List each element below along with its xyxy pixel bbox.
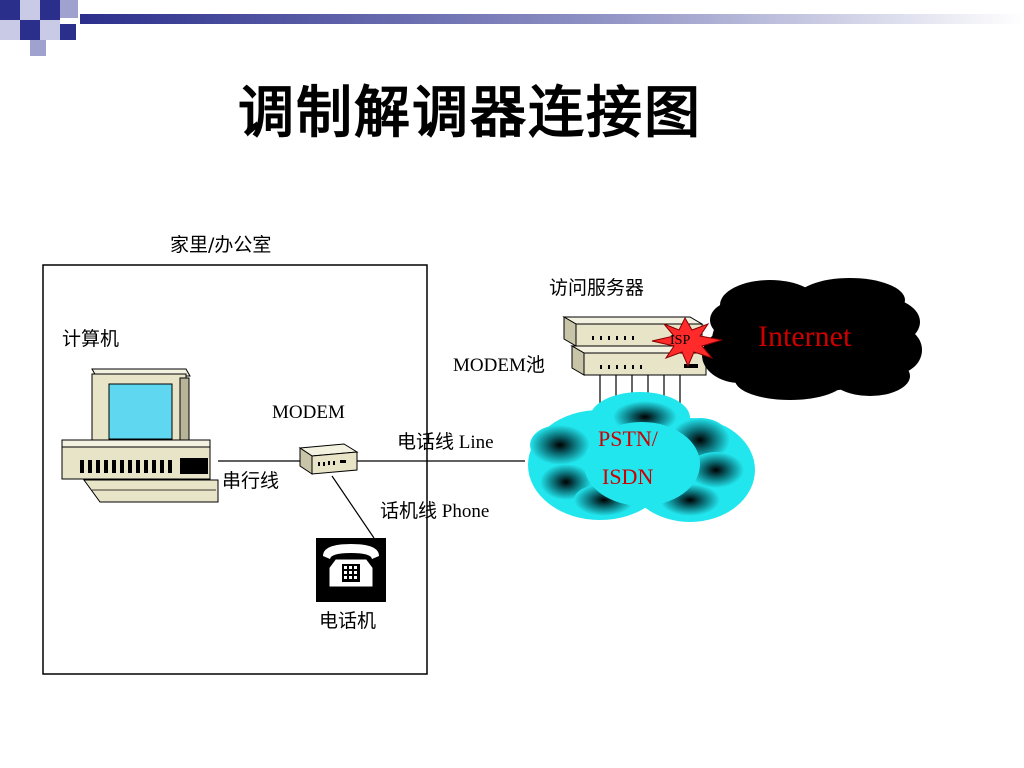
access-server-label: 访问服务器 <box>549 277 645 299</box>
modem-label: MODEM <box>272 402 345 423</box>
serial-line-label: 串行线 <box>222 470 280 492</box>
page-title: 调制解调器连接图 <box>238 81 702 146</box>
home-office-label: 家里/办公室 <box>170 234 272 256</box>
computer-icon <box>61 368 219 503</box>
telephone-label: 电话机 <box>319 610 377 632</box>
internet-label: Internet <box>758 320 852 353</box>
computer-label: 计算机 <box>62 328 120 350</box>
modem-icon <box>298 443 359 475</box>
pstn-cloud-icon <box>528 392 755 522</box>
isdn-label: ISDN <box>602 464 654 489</box>
phone-cord-label: 话机线 Phone <box>380 501 490 522</box>
modem-pool-label: MODEM池 <box>453 355 545 376</box>
pstn-label: PSTN/ <box>598 426 658 451</box>
telephone-icon <box>316 538 386 602</box>
corner-squares-icon <box>0 0 78 56</box>
phone-line-label: 电话线 Line <box>397 432 494 453</box>
isp-label: ISP <box>670 333 691 348</box>
home-office-frame <box>42 264 428 675</box>
isp-burst-icon <box>651 316 723 368</box>
internet-cloud-icon <box>702 278 922 400</box>
top-gradient-bar <box>80 14 1024 24</box>
phone-cord <box>331 475 375 539</box>
